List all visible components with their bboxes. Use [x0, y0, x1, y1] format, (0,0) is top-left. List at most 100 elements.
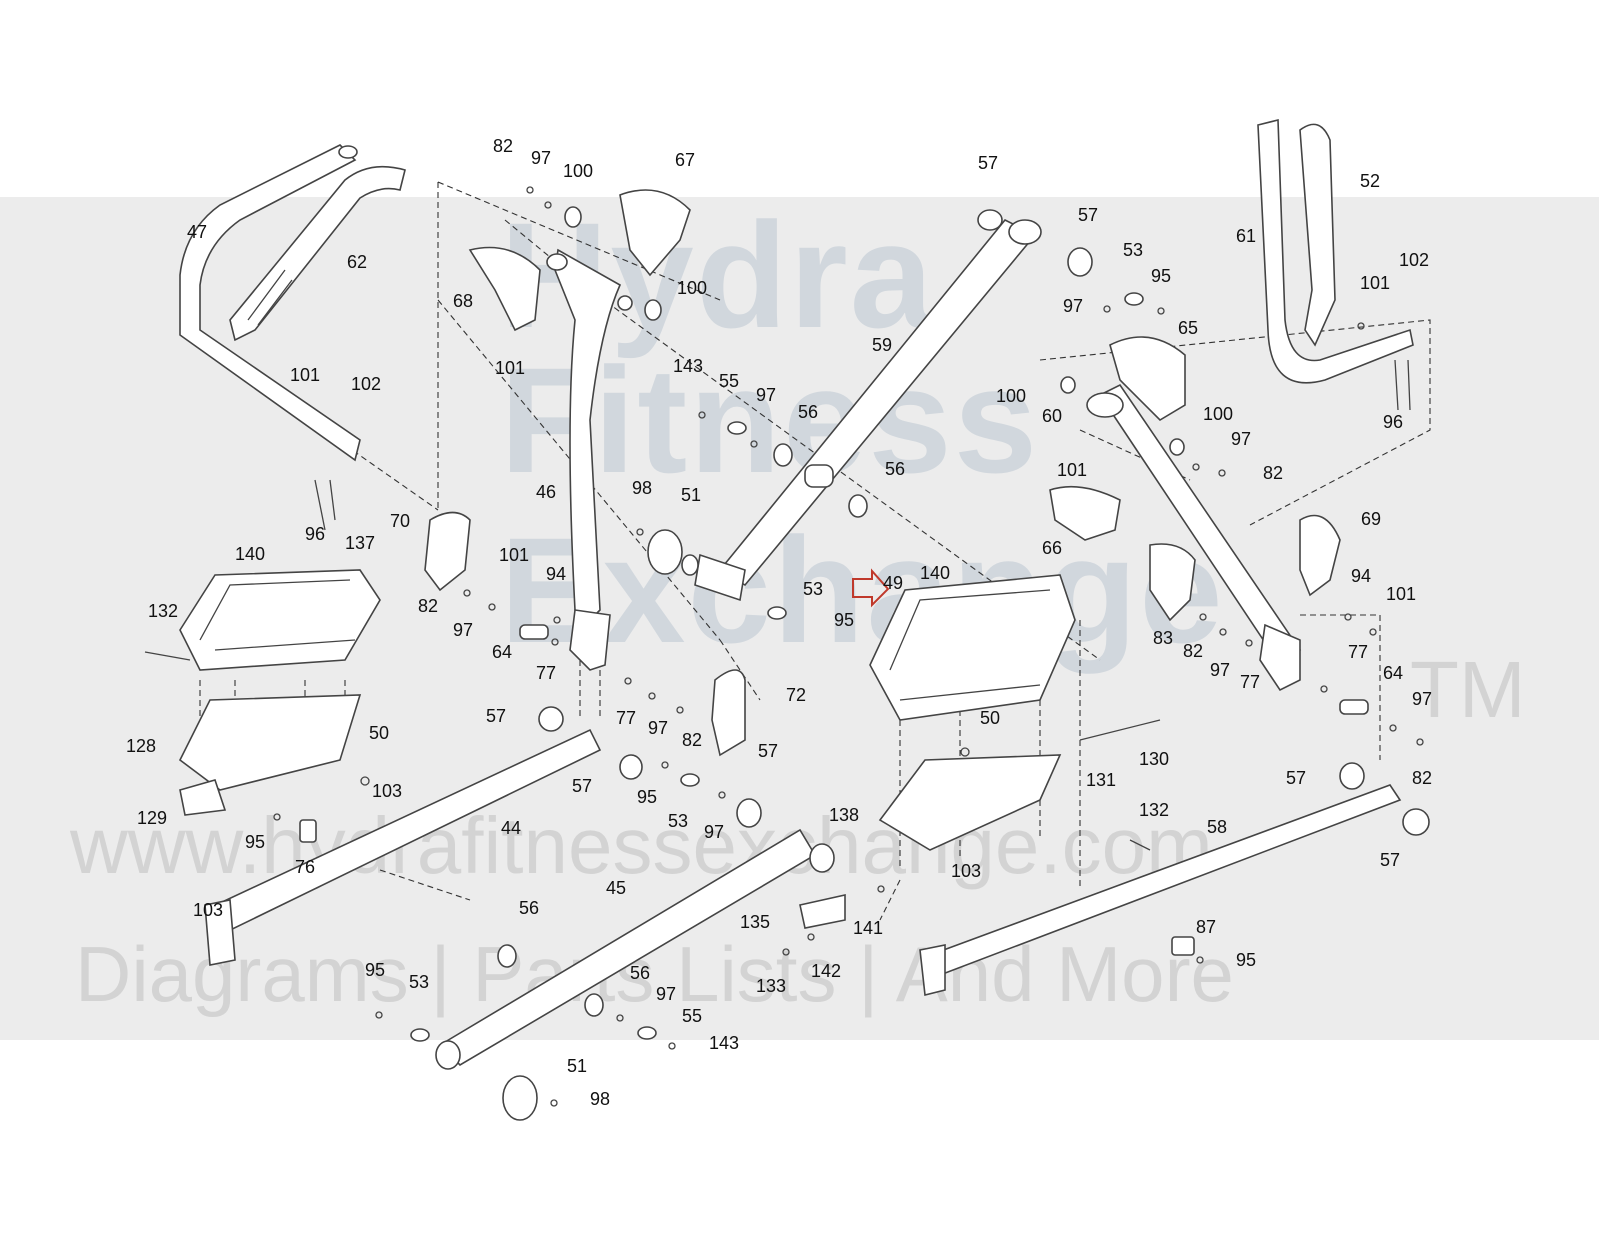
part-callout-102: 102 [1399, 250, 1429, 270]
part-callout-59: 59 [872, 335, 892, 355]
part-callout-61: 61 [1236, 226, 1256, 246]
part-callout-128: 128 [126, 736, 156, 756]
left-handlebar [179, 144, 406, 462]
part-callout-132: 132 [148, 601, 178, 621]
watermark-url: www.hydrafitnessexchange.com [70, 801, 1213, 890]
part-callout-97: 97 [756, 385, 776, 405]
part-callout-94: 94 [546, 564, 566, 584]
part-callout-51: 51 [567, 1056, 587, 1076]
part-callout-141: 141 [853, 918, 883, 938]
part-callout-101: 101 [1057, 460, 1087, 480]
right-pedal-link-arm [681, 218, 1042, 602]
part-callout-76: 76 [295, 857, 315, 877]
part-callout-53: 53 [803, 579, 823, 599]
part-callout-101: 101 [1360, 273, 1390, 293]
part-callout-68: 68 [453, 291, 473, 311]
part-callout-95: 95 [1236, 950, 1256, 970]
part-callout-82: 82 [493, 136, 513, 156]
part-callout-100: 100 [996, 386, 1026, 406]
part-callout-98: 98 [632, 478, 652, 498]
part-callout-87: 87 [1196, 917, 1216, 937]
part-callout-64: 64 [1383, 663, 1403, 683]
part-callout-94: 94 [1351, 566, 1371, 586]
part-callout-137: 137 [345, 533, 375, 553]
part-callout-69: 69 [1361, 509, 1381, 529]
part-callout-44: 44 [501, 818, 521, 838]
left-upright-arm [546, 248, 633, 671]
red-outline-arrow-icon [852, 568, 890, 608]
part-callout-101: 101 [499, 545, 529, 565]
part-callout-142: 142 [811, 961, 841, 981]
left-shrouds [424, 189, 746, 757]
part-callout-50: 50 [980, 708, 1000, 728]
part-callout-57: 57 [1380, 850, 1400, 870]
part-callout-82: 82 [1412, 768, 1432, 788]
part-callout-82: 82 [1263, 463, 1283, 483]
part-callout-98: 98 [590, 1089, 610, 1109]
part-callout-143: 143 [709, 1033, 739, 1053]
watermark-trademark: TM [1410, 645, 1526, 734]
part-callout-57: 57 [1286, 768, 1306, 788]
part-callout-140: 140 [920, 563, 950, 583]
part-callout-57: 57 [758, 741, 778, 761]
part-callout-140: 140 [235, 544, 265, 564]
part-callout-58: 58 [1207, 817, 1227, 837]
part-callout-62: 62 [347, 252, 367, 272]
part-callout-65: 65 [1178, 318, 1198, 338]
left-pedal [178, 569, 381, 816]
part-callout-133: 133 [756, 976, 786, 996]
part-callout-45: 45 [606, 878, 626, 898]
part-callout-56: 56 [885, 459, 905, 479]
part-callout-97: 97 [531, 148, 551, 168]
part-callout-103: 103 [372, 781, 402, 801]
part-callout-100: 100 [563, 161, 593, 181]
part-callout-83: 83 [1153, 628, 1173, 648]
part-callout-47: 47 [187, 222, 207, 242]
part-callout-77: 77 [1348, 642, 1368, 662]
part-callout-49: 49 [883, 573, 903, 593]
part-callout-101: 101 [495, 358, 525, 378]
part-callout-56: 56 [798, 402, 818, 422]
part-callout-103: 103 [193, 900, 223, 920]
part-callout-60: 60 [1042, 406, 1062, 426]
part-callout-103: 103 [951, 861, 981, 881]
part-callout-97: 97 [656, 984, 676, 1004]
part-callout-82: 82 [1183, 641, 1203, 661]
part-callout-57: 57 [1078, 205, 1098, 225]
part-callout-66: 66 [1042, 538, 1062, 558]
watermark-brand-line-3: Exchange [500, 506, 1225, 674]
part-callout-82: 82 [682, 730, 702, 750]
part-callout-143: 143 [673, 356, 703, 376]
part-callout-97: 97 [648, 718, 668, 738]
part-callout-95: 95 [365, 960, 385, 980]
part-callout-97: 97 [1063, 296, 1083, 316]
part-callout-95: 95 [834, 610, 854, 630]
part-callout-56: 56 [630, 963, 650, 983]
part-callout-97: 97 [1231, 429, 1251, 449]
part-callout-77: 77 [536, 663, 556, 683]
part-callout-64: 64 [492, 642, 512, 662]
right-handlebar [1257, 118, 1414, 384]
part-callout-82: 82 [418, 596, 438, 616]
part-callout-53: 53 [409, 972, 429, 992]
part-callout-97: 97 [1210, 660, 1230, 680]
part-callout-138: 138 [829, 805, 859, 825]
fasteners [144, 186, 1424, 1107]
part-callout-101: 101 [1386, 584, 1416, 604]
right-upright-arm [1049, 336, 1341, 692]
part-callout-67: 67 [675, 150, 695, 170]
part-callout-50: 50 [369, 723, 389, 743]
part-callout-95: 95 [637, 787, 657, 807]
part-callout-95: 95 [245, 832, 265, 852]
part-callout-95: 95 [1151, 266, 1171, 286]
part-callout-130: 130 [1139, 749, 1169, 769]
part-callout-135: 135 [740, 912, 770, 932]
part-callout-129: 129 [137, 808, 167, 828]
part-callout-100: 100 [1203, 404, 1233, 424]
part-callout-46: 46 [536, 482, 556, 502]
part-callout-132: 132 [1139, 800, 1169, 820]
part-callout-57: 57 [486, 706, 506, 726]
